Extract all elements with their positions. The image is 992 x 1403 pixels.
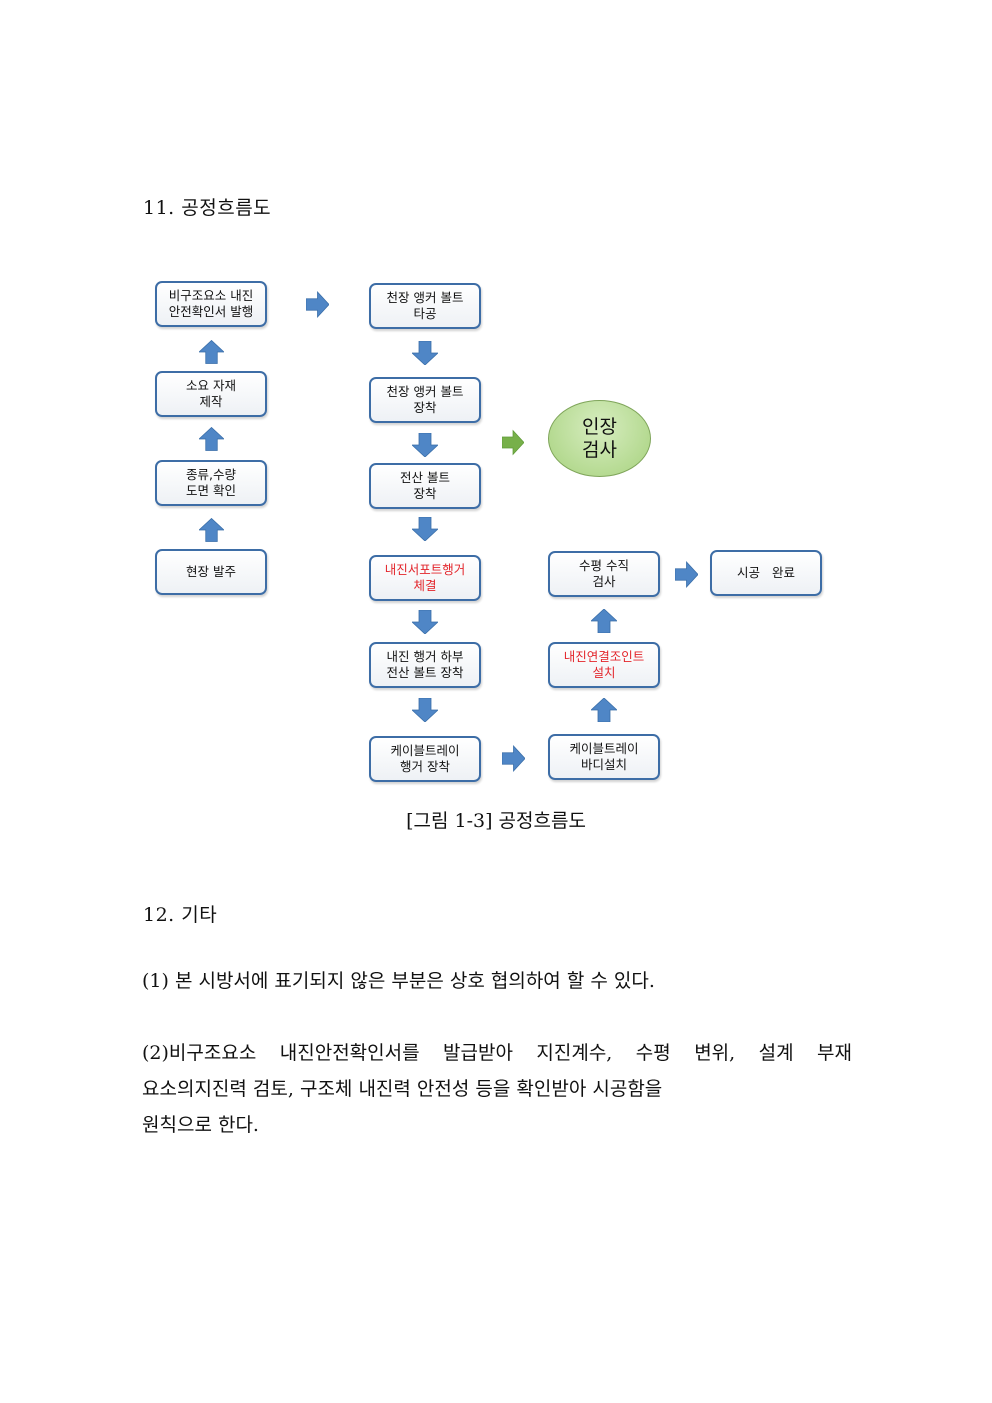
step-install-anchor: 천장 앵커 볼트 장착 <box>369 377 481 423</box>
step-fasten-seismic-hanger-line1: 내진서포트행거 <box>384 562 466 577</box>
paragraph-2-line3: 원칙으로 한다. <box>142 1114 259 1136</box>
step-install-joint-line2: 설치 <box>592 665 616 680</box>
arrow-down-icon <box>412 341 438 365</box>
figure-caption: [그림 1-3] 공정흐름도 <box>406 810 586 832</box>
step-install-threaded-bolt-line1: 전산 볼트 <box>400 470 450 485</box>
paragraph-1-line: (1) 본 시방서에 표기되지 않은 부분은 상호 협의하여 할 수 있다. <box>142 970 655 992</box>
arrow-up-icon <box>591 698 617 722</box>
paragraph-2-line2: 요소의지진력 검토, 구조체 내진력 안전성 등을 확인받아 시공함을 <box>142 1078 663 1100</box>
step-install-joint-line1: 내진연결조인트 <box>563 649 645 664</box>
step-site-order-line1: 현장 발주 <box>186 564 236 579</box>
arrow-right-green-icon <box>502 429 524 456</box>
arrow-down-icon <box>412 433 438 457</box>
step-make-materials-line2: 제작 <box>199 394 223 409</box>
arrow-up-icon <box>591 609 617 633</box>
paragraph-1: (1) 본 시방서에 표기되지 않은 부분은 상호 협의하여 할 수 있다. <box>142 963 852 999</box>
arrow-right-icon <box>502 745 525 772</box>
step-install-joint: 내진연결조인트 설치 <box>548 642 660 688</box>
step-issue-certificate: 비구조요소 내진 안전확인서 발행 <box>155 281 267 327</box>
step-fasten-seismic-hanger: 내진서포트행거 체결 <box>369 555 481 601</box>
step-check-drawings-line1: 종류,수량 <box>186 467 236 482</box>
arrow-up-icon <box>199 340 224 364</box>
step-tray-hanger: 케이블트레이 행거 장착 <box>369 736 481 782</box>
step-drill-anchor-line2: 타공 <box>413 306 437 321</box>
step-install-threaded-bolt: 전산 볼트 장착 <box>369 463 481 509</box>
step-install-threaded-bolt-line2: 장착 <box>413 486 437 501</box>
paragraph-2: (2)비구조요소 내진안전확인서를 발급받아 지진계수, 수평 변위, 설계 부… <box>142 1035 852 1143</box>
step-tray-hanger-line2: 행거 장착 <box>400 759 450 774</box>
arrow-right-icon <box>306 291 329 318</box>
step-tensile-inspection-line1: 인장 <box>582 415 617 438</box>
step-tray-hanger-line1: 케이블트레이 <box>390 743 460 758</box>
step-tray-body: 케이블트레이 바디설치 <box>548 734 660 780</box>
arrow-down-icon <box>412 517 438 541</box>
arrow-down-icon <box>412 610 438 634</box>
step-drill-anchor-line1: 천장 앵커 볼트 <box>386 290 464 305</box>
section-11-heading: 11. 공정흐름도 <box>143 197 272 219</box>
step-site-order: 현장 발주 <box>155 549 267 595</box>
arrow-right-icon <box>675 561 698 588</box>
step-complete: 시공 완료 <box>710 550 822 596</box>
step-make-materials-line1: 소요 자재 <box>186 378 236 393</box>
step-install-anchor-line2: 장착 <box>413 400 437 415</box>
step-tray-body-line1: 케이블트레이 <box>569 741 639 756</box>
paragraph-2-line1: (2)비구조요소 내진안전확인서를 발급받아 지진계수, 수평 변위, 설계 부… <box>142 1042 852 1064</box>
step-install-anchor-line1: 천장 앵커 볼트 <box>386 384 464 399</box>
step-hanger-lower-bolt-line1: 내진 행거 하부 <box>386 649 464 664</box>
step-tray-body-line2: 바디설치 <box>580 757 627 772</box>
step-drill-anchor: 천장 앵커 볼트 타공 <box>369 283 481 329</box>
step-level-inspection-line1: 수평 수직 <box>579 558 629 573</box>
step-check-drawings: 종류,수량 도면 확인 <box>155 460 267 506</box>
step-check-drawings-line2: 도면 확인 <box>186 483 236 498</box>
step-complete-line1: 시공 완료 <box>737 565 795 580</box>
step-hanger-lower-bolt: 내진 행거 하부 전산 볼트 장착 <box>369 642 481 688</box>
arrow-down-icon <box>412 698 438 722</box>
step-issue-certificate-line2: 안전확인서 발행 <box>168 304 254 319</box>
step-tensile-inspection-line2: 검사 <box>582 438 617 461</box>
step-issue-certificate-line1: 비구조요소 내진 <box>168 288 254 303</box>
step-level-inspection: 수평 수직 검사 <box>548 551 660 597</box>
step-fasten-seismic-hanger-line2: 체결 <box>413 578 437 593</box>
arrow-up-icon <box>199 518 224 542</box>
step-hanger-lower-bolt-line2: 전산 볼트 장착 <box>386 665 464 680</box>
step-make-materials: 소요 자재 제작 <box>155 371 267 417</box>
step-level-inspection-line2: 검사 <box>592 574 616 589</box>
arrow-up-icon <box>199 427 224 451</box>
section-12-heading: 12. 기타 <box>143 904 218 926</box>
step-tensile-inspection: 인장 검사 <box>548 400 651 477</box>
